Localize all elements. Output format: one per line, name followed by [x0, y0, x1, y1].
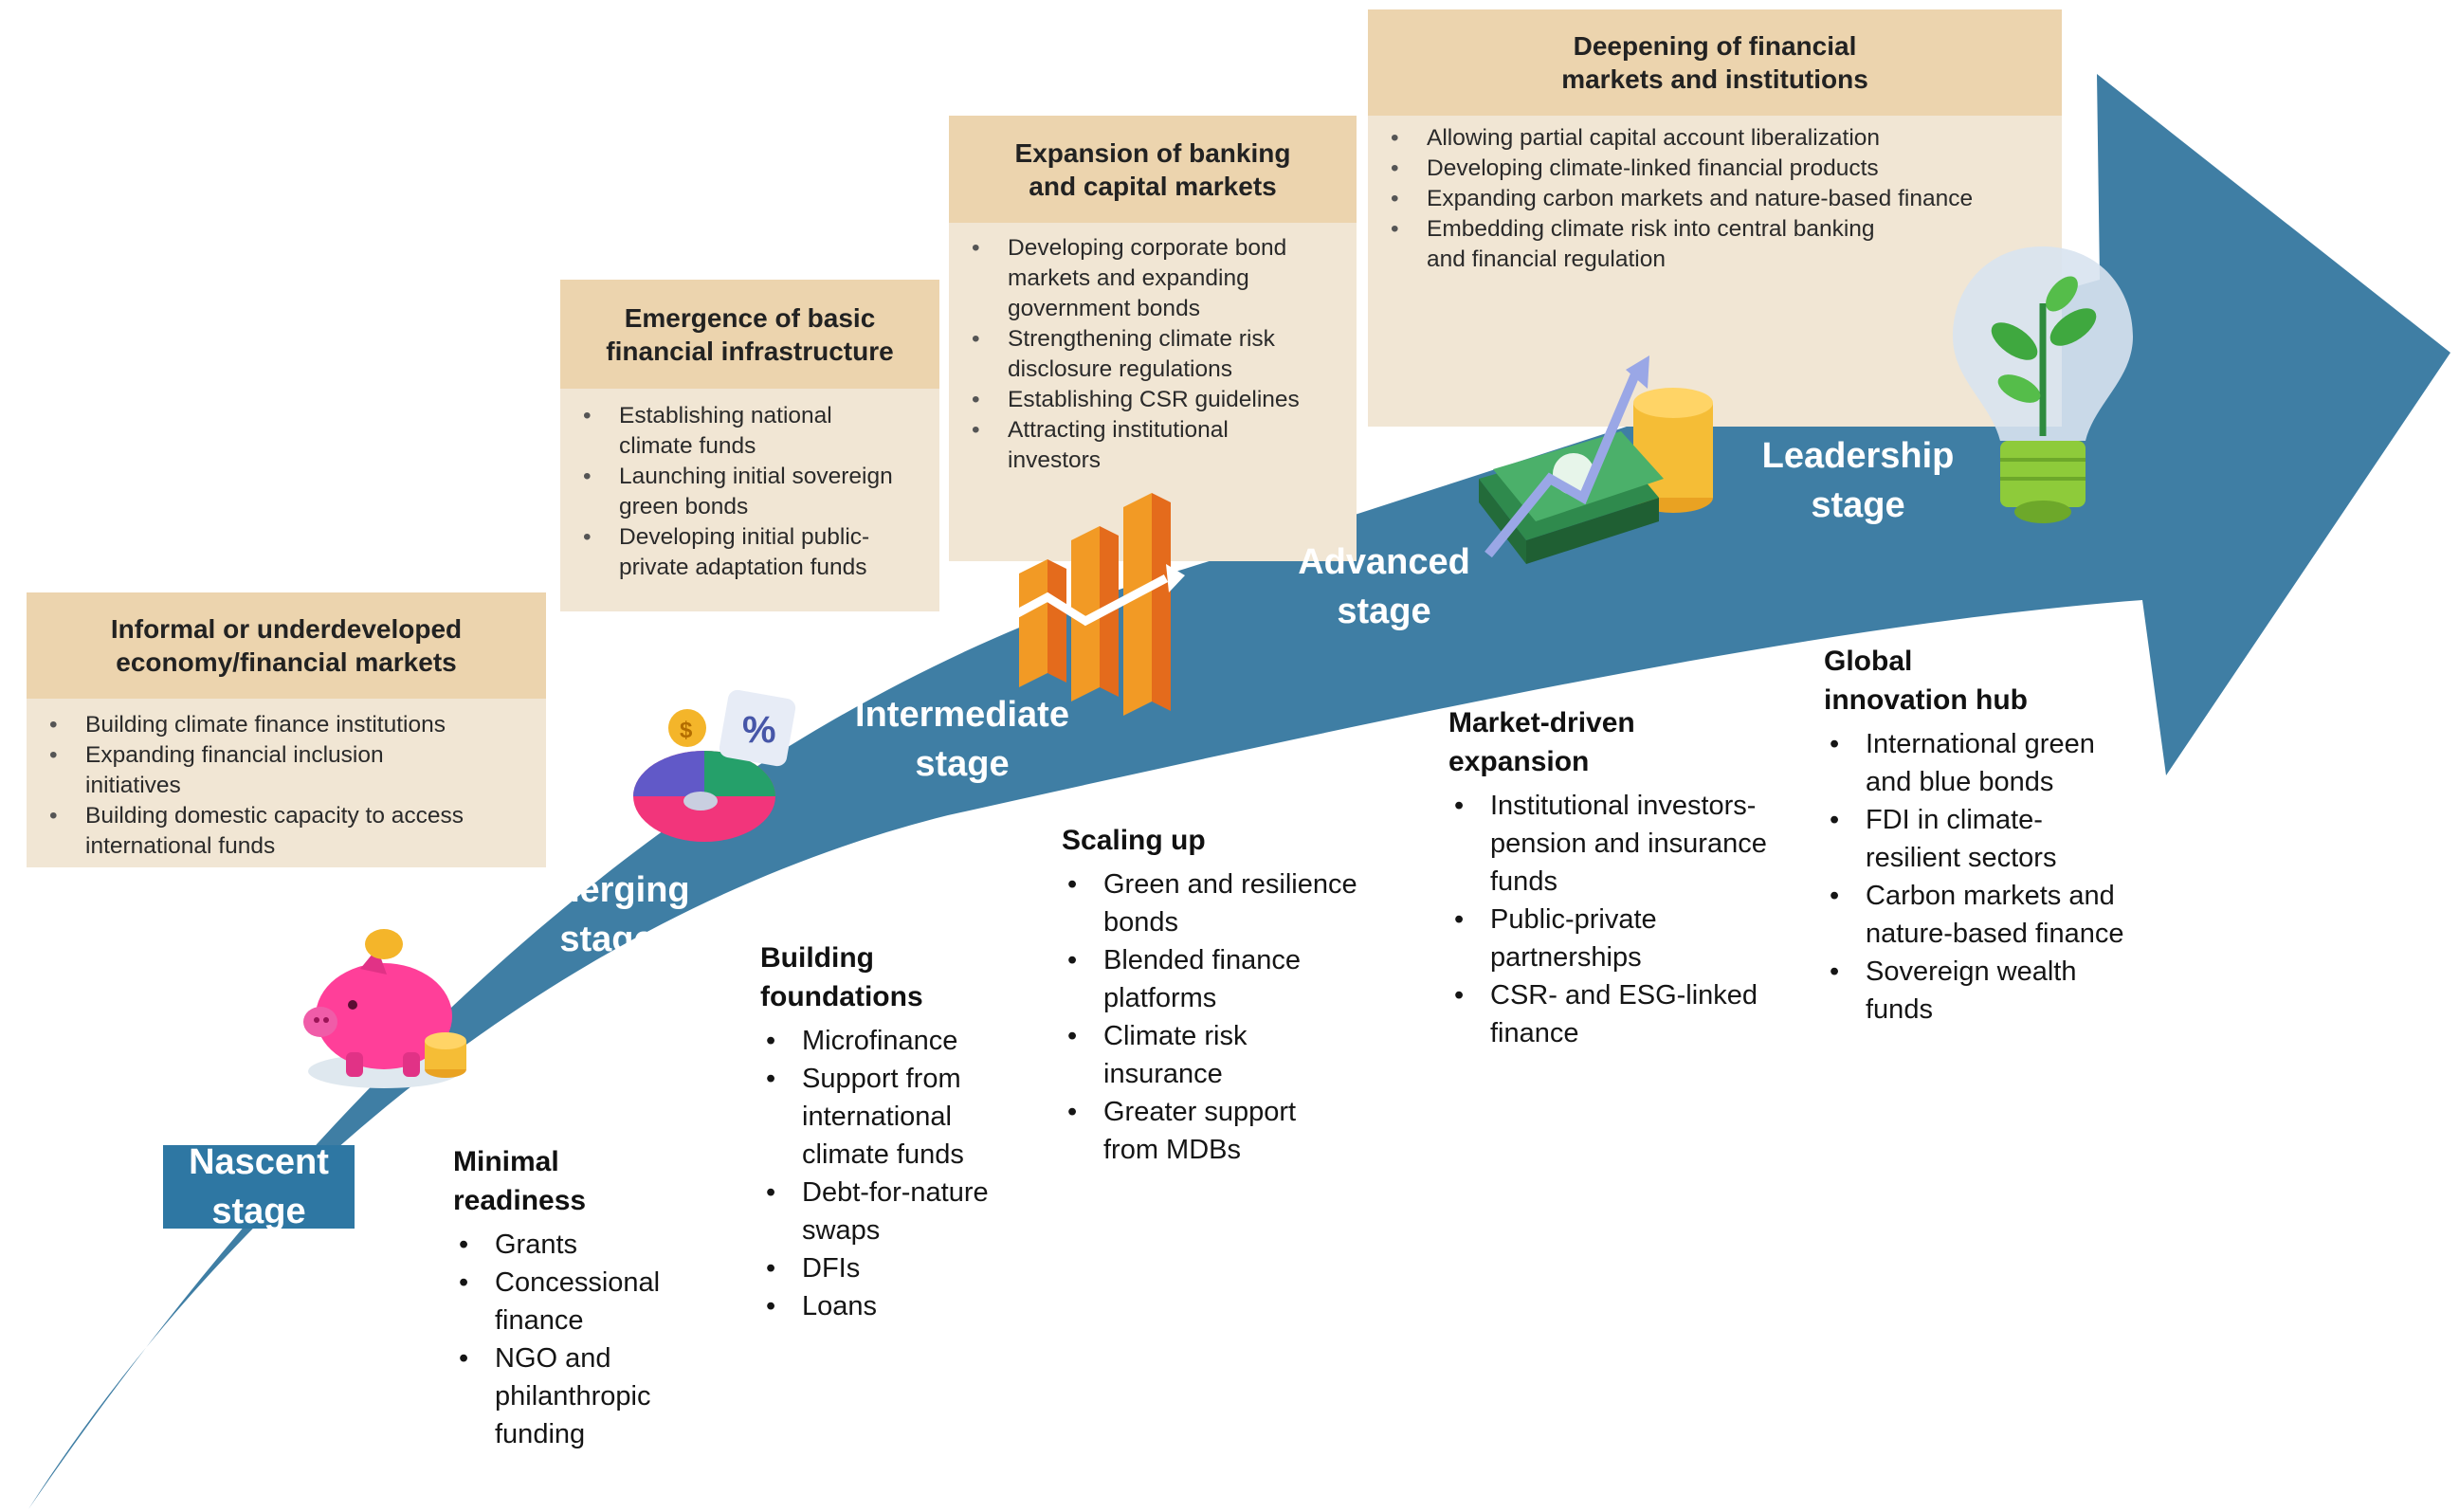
list-item: Developing corporate bond markets and ex… — [949, 233, 1357, 324]
stage-label-emerging: Emerging stage — [502, 865, 711, 964]
card-title: Informal or underdeveloped economy/finan… — [110, 614, 463, 677]
list-item: Launching initial sovereign green bonds — [560, 462, 939, 522]
list-item: Attracting institutional investors — [949, 415, 1357, 476]
list-item: Expanding financial inclusion initiative… — [27, 740, 546, 801]
stage-word: stage — [211, 1192, 306, 1231]
column-building-foundations: Building foundations Microfinance Suppor… — [760, 938, 1007, 1325]
stage-word: stage — [1337, 592, 1431, 631]
stage-word: stage — [915, 744, 1010, 784]
list-item: Embedding climate risk into central bank… — [1368, 214, 2062, 275]
column-list: Institutional investors-pension and insu… — [1448, 787, 1790, 1052]
column-list: Green and resilience bonds Blended finan… — [1062, 865, 1403, 1169]
piggy-bank-icon — [303, 929, 466, 1088]
stage-name: Leadership — [1761, 436, 1955, 476]
pie-chart-percent-icon: % $ — [633, 689, 796, 842]
list-item: Developing climate-linked financial prod… — [1368, 154, 2062, 184]
svg-text:%: % — [742, 709, 776, 751]
light-bulb-plant-icon — [1953, 246, 2133, 523]
list-item: Building climate finance institutions — [27, 710, 546, 740]
list-item: Developing initial public-private adapta… — [560, 522, 939, 583]
list-item: NGO and philanthropic funding — [453, 1339, 681, 1453]
list-item: Debt-for-nature swaps — [760, 1174, 1007, 1249]
card-bullet-list: Developing corporate bond markets and ex… — [949, 233, 1357, 476]
list-item: Building domestic capacity to access int… — [27, 801, 546, 862]
card-bullet-list: Allowing partial capital account liberal… — [1368, 123, 2062, 275]
money-stack-growth-icon — [1479, 355, 1713, 564]
column-title: Building foundations — [760, 942, 923, 1012]
stage-label-leadership: Leadership stage — [1744, 431, 1972, 530]
card-header: Informal or underdeveloped economy/finan… — [27, 592, 546, 699]
card-title: Expansion of banking and capital markets — [1014, 137, 1291, 201]
svg-text:$: $ — [680, 718, 693, 743]
stage-word: stage — [1811, 485, 1905, 525]
column-list: Grants Concessional finance NGO and phil… — [453, 1226, 681, 1453]
list-item: Grants — [453, 1226, 681, 1264]
list-item: International green and blue bonds — [1824, 725, 2165, 801]
column-list: Microfinance Support from international … — [760, 1022, 1007, 1325]
column-title: Global innovation hub — [1824, 646, 2028, 716]
rising-bar-chart-icon — [983, 493, 1185, 716]
card-header: Emergence of basic financial infrastruct… — [560, 280, 939, 389]
list-item: Loans — [760, 1287, 1007, 1325]
stage-name: Emerging — [523, 870, 690, 910]
list-item: Strengthening climate risk disclosure re… — [949, 324, 1357, 385]
stage-name: Advanced — [1298, 542, 1470, 582]
list-item: DFIs — [760, 1249, 1007, 1287]
column-title: Market-driven expansion — [1448, 707, 1635, 777]
list-item: Establishing national climate funds — [560, 401, 939, 462]
column-title: Scaling up — [1062, 825, 1206, 856]
stage-name: Nascent — [189, 1142, 329, 1182]
column-list: International green and blue bonds FDI i… — [1824, 725, 2165, 1029]
card-bullet-list: Establishing national climate funds Laun… — [560, 401, 939, 583]
context-card-informal: Informal or underdeveloped economy/finan… — [27, 592, 546, 867]
stage-word: stage — [559, 920, 654, 959]
list-item: Green and resilience bonds — [1062, 865, 1403, 941]
list-item: Microfinance — [760, 1022, 1007, 1060]
context-card-advanced: Deepening of financial markets and insti… — [1368, 9, 2062, 427]
context-card-emerging: Emergence of basic financial infrastruct… — [560, 280, 939, 611]
column-title: Minimal readiness — [453, 1146, 587, 1216]
card-header: Expansion of banking and capital markets — [949, 116, 1357, 223]
list-item: Public-private partnerships — [1448, 901, 1790, 976]
list-item: Blended finance platforms — [1062, 941, 1403, 1017]
list-item: Establishing CSR guidelines — [949, 385, 1357, 415]
nascent-stage-box — [163, 1145, 355, 1229]
card-header: Deepening of financial markets and insti… — [1368, 9, 2062, 116]
card-bullet-list: Building climate finance institutions Ex… — [27, 710, 546, 862]
list-item: Sovereign wealth funds — [1824, 953, 2165, 1029]
card-title: Emergence of basic financial infrastruct… — [606, 302, 894, 366]
stage-label-nascent: Nascent stage — [163, 1138, 355, 1236]
stage-label-advanced: Advanced stage — [1280, 537, 1488, 636]
list-item: Carbon markets and nature-based finance — [1824, 877, 2165, 953]
list-item: CSR- and ESG-linked finance — [1448, 976, 1790, 1052]
list-item: Climate risk insurance — [1062, 1017, 1403, 1093]
column-minimal-readiness: Minimal readiness Grants Concessional fi… — [453, 1142, 681, 1453]
list-item: Expanding carbon markets and nature-base… — [1368, 184, 2062, 214]
list-item: Greater support from MDBs — [1062, 1093, 1403, 1169]
stage-label-intermediate: Intermediate stage — [834, 690, 1090, 789]
card-title: Deepening of financial markets and insti… — [1561, 31, 1868, 94]
context-card-intermediate: Expansion of banking and capital markets… — [949, 116, 1357, 561]
list-item: Institutional investors-pension and insu… — [1448, 787, 1790, 901]
list-item: Allowing partial capital account liberal… — [1368, 123, 2062, 154]
column-global-innovation-hub: Global innovation hub International gree… — [1824, 642, 2165, 1029]
list-item: Concessional finance — [453, 1264, 681, 1339]
list-item: Support from international climate funds — [760, 1060, 1007, 1174]
column-market-driven-expansion: Market-driven expansion Institutional in… — [1448, 703, 1790, 1052]
list-item: FDI in climate-resilient sectors — [1824, 801, 2165, 877]
stage-name: Intermediate — [855, 695, 1069, 735]
column-scaling-up: Scaling up Green and resilience bonds Bl… — [1062, 821, 1403, 1169]
